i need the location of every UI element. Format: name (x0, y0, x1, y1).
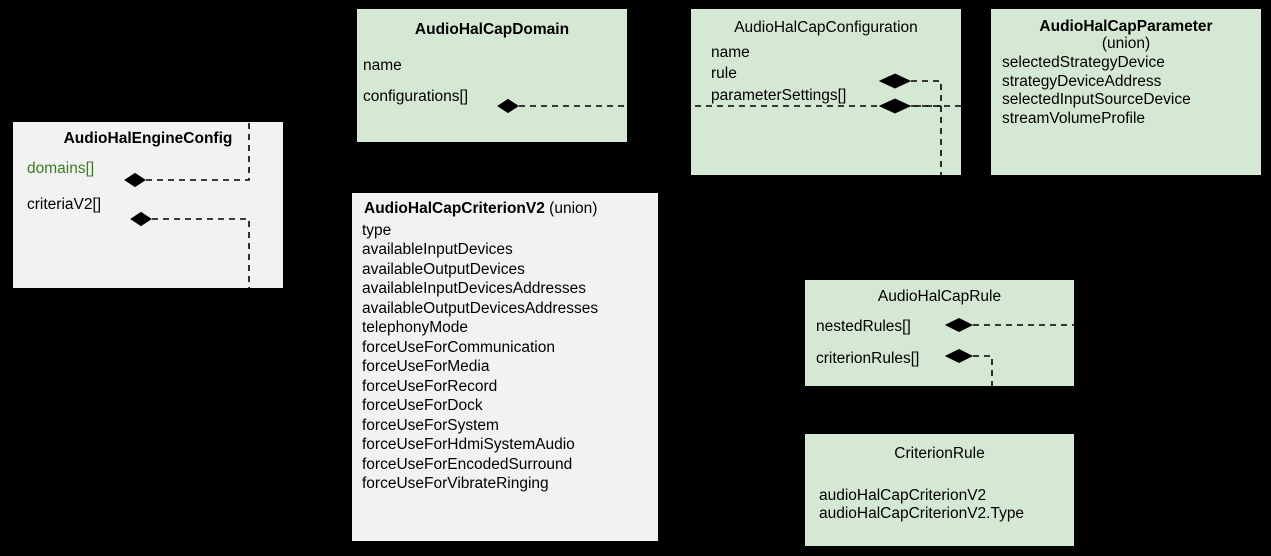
class-title-criterion-rule: CriterionRule (894, 445, 985, 462)
field-name: name (363, 56, 402, 74)
field-type: type (362, 221, 392, 239)
field-telephonymode: telephonyMode (362, 319, 468, 336)
field-forceuseforvibrateringing: forceUseForVibrateRinging (362, 475, 549, 492)
class-fields-engine-config: domains[] criteriaV2[] (13, 147, 283, 234)
field-forceuseforrecord: forceUseForRecord (362, 377, 498, 395)
field-streamvolumeprofile: streamVolumeProfile (1002, 109, 1146, 127)
class-title-cap-rule: AudioHalCapRule (877, 288, 1002, 305)
class-fields-cap-configuration: name rule parameterSettings[] (691, 36, 961, 110)
field-parametersettings: parameterSettings[] (711, 86, 847, 104)
field-forceuseforhdmisystemaudio: forceUseForHdmiSystemAudio (362, 436, 575, 453)
field-strategydeviceaddress: strategyDeviceAddress (1002, 72, 1162, 90)
class-title-engine-config: AudioHalEngineConfig (63, 130, 233, 147)
class-title-criterion-v2: AudioHalCapCriterionV2 (union) (352, 193, 658, 217)
class-title-cap-domain: AudioHalCapDomain (414, 21, 570, 38)
class-box-criterion-rule[interactable]: CriterionRule audioHalCapCriterionV2 aud… (805, 434, 1074, 546)
field-forceuseforsystem: forceUseForSystem (362, 416, 499, 434)
class-title-cap-configuration: AudioHalCapConfiguration (734, 19, 918, 36)
class-box-cap-parameter[interactable]: AudioHalCapParameter (union) selectedStr… (991, 9, 1261, 175)
field-criterionrules: criterionRules[] (816, 350, 920, 367)
field-name: name (711, 43, 750, 61)
class-box-criterion-v2[interactable]: AudioHalCapCriterionV2 (union) type avai… (352, 193, 658, 541)
class-fields-criterion-rule: audioHalCapCriterionV2 audioHalCapCriter… (805, 462, 1074, 525)
field-criteriav2: criteriaV2[] (27, 196, 102, 213)
field-audiohalcapcriterionv2: audioHalCapCriterionV2 (819, 486, 987, 504)
field-selectedinputsourcedevice: selectedInputSourceDevice (1002, 91, 1191, 108)
class-title-cap-parameter: AudioHalCapParameter (1039, 18, 1213, 35)
field-rule: rule (711, 65, 737, 82)
class-subtitle-cap-parameter: (union) (1101, 34, 1151, 52)
class-box-cap-rule[interactable]: AudioHalCapRule nestedRules[] criterionR… (805, 280, 1074, 386)
class-fields-criterion-v2: type availableInputDevices availableOutp… (352, 217, 658, 496)
class-fields-cap-domain: name configurations[] (357, 38, 627, 121)
field-availableinputdevices: availableInputDevices (362, 241, 513, 258)
class-subtitle-criterion-v2: (union) (549, 200, 598, 217)
field-forceuseforcommunication: forceUseForCommunication (362, 338, 555, 356)
class-box-cap-domain[interactable]: AudioHalCapDomain name configurations[] (357, 9, 627, 142)
class-title-criterion-v2-text: AudioHalCapCriterionV2 (364, 200, 545, 217)
field-domains: domains[] (27, 159, 95, 177)
field-availableinputdevicesaddresses: availableInputDevicesAddresses (362, 280, 587, 297)
class-box-engine-config[interactable]: AudioHalEngineConfig domains[] criteriaV… (13, 122, 283, 288)
field-audiohalcapcriterionv2-type: audioHalCapCriterionV2.Type (819, 505, 1025, 522)
field-forceuseformedia: forceUseForMedia (362, 358, 490, 375)
field-configurations: configurations[] (363, 88, 469, 105)
field-forceusefordock: forceUseForDock (362, 397, 483, 414)
field-availableoutputdevicesaddresses: availableOutputDevicesAddresses (362, 299, 599, 317)
class-box-cap-configuration[interactable]: AudioHalCapConfiguration name rule param… (691, 9, 961, 175)
field-selectedstrategydevice: selectedStrategyDevice (1002, 54, 1165, 71)
class-fields-cap-rule: nestedRules[] criterionRules[] (805, 305, 1074, 384)
field-availableoutputdevices: availableOutputDevices (362, 260, 525, 278)
field-forceuseforencodedsurround: forceUseForEncodedSurround (362, 455, 573, 473)
field-nestedrules: nestedRules[] (816, 317, 911, 335)
class-fields-cap-parameter: selectedStrategyDevice strategyDeviceAdd… (991, 51, 1261, 129)
